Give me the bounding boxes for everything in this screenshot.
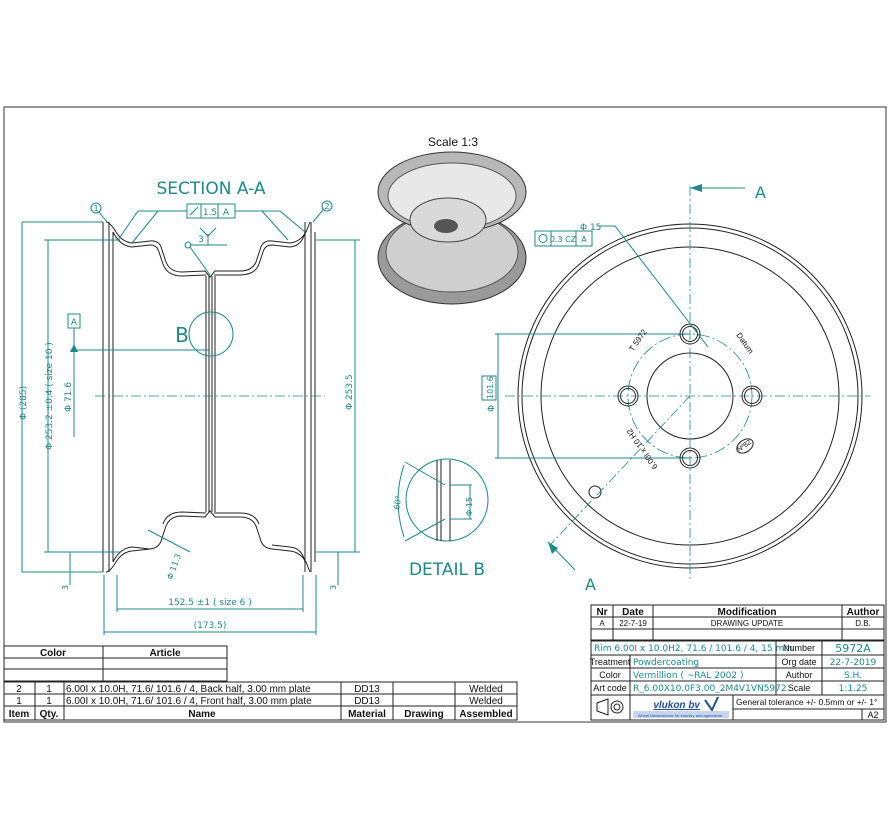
detail-b-view: 60° Φ 15 DETAIL B: [392, 458, 489, 580]
svg-text:A: A: [581, 235, 587, 244]
description: Rim 6.00I x 10.0H2, 71.6 / 101.6 / 4, 15…: [594, 644, 793, 654]
svg-text:Modification: Modification: [718, 607, 777, 618]
title-block: Rim 6.00I x 10.0H2, 71.6 / 101.6 / 4, 15…: [590, 640, 885, 721]
svg-text:3: 3: [198, 235, 204, 245]
stamp-number: Nº82: [736, 439, 753, 454]
svg-text:Date: Date: [622, 607, 644, 618]
svg-text:DD13: DD13: [354, 684, 380, 695]
parts-list: Color Article 2 1 6.00I x 10.0H, 71.6/ 1…: [3, 645, 518, 721]
svg-text:2: 2: [324, 202, 329, 211]
stamp-code: T 5972: [627, 327, 649, 353]
svg-text:Org date: Org date: [781, 657, 816, 667]
svg-text:Article: Article: [149, 648, 181, 659]
svg-text:Powdercoating: Powdercoating: [633, 658, 699, 668]
svg-text:R_6.00X10.0F3.00_2M4V1VN5972: R_6.00X10.0F3.00_2M4V1VN5972: [633, 684, 787, 694]
svg-text:Assembled: Assembled: [459, 709, 512, 720]
svg-text:Color: Color: [40, 648, 66, 659]
svg-text:2: 2: [16, 684, 22, 695]
sheet-size: A2: [867, 710, 878, 720]
section-title: SECTION A-A: [157, 179, 266, 199]
section-view: SECTION A-A 1.5 A 1 2 3 A: [19, 179, 360, 635]
svg-text:D.B.: D.B.: [855, 619, 871, 628]
svg-text:Drawing: Drawing: [404, 709, 443, 720]
dim-width-inner: 152.5 ±1 ( size 6 ): [168, 598, 252, 608]
hole-dia: Φ 15: [580, 223, 601, 233]
pcd-value: 101.6: [486, 376, 495, 399]
svg-text:Number: Number: [783, 643, 815, 653]
svg-text:S.H.: S.H.: [844, 671, 862, 681]
svg-text:1: 1: [46, 696, 52, 707]
svg-text:Scale: Scale: [788, 683, 811, 693]
stamp-size: 6.00I x 10 H2: [625, 426, 660, 471]
svg-text:Φ: Φ: [487, 405, 497, 412]
balloon-2: [321, 200, 333, 212]
svg-text:Treatment: Treatment: [590, 657, 631, 667]
isometric-render: Scale 1:3: [377, 135, 527, 305]
position-frame: [534, 230, 593, 247]
svg-text:Name: Name: [188, 709, 216, 720]
svg-text:A: A: [599, 619, 605, 628]
svg-text:Author: Author: [847, 607, 880, 618]
dim-outer-dia: Φ (285): [19, 386, 29, 420]
valve-hole: [588, 485, 602, 499]
company-logo: vlukon bv Wheel Manufacturer for industr…: [633, 696, 729, 718]
svg-text:Vermillion ( ~RAL 2002 ): Vermillion ( ~RAL 2002 ): [633, 671, 744, 681]
weld-symbol: [190, 227, 227, 246]
svg-text:A: A: [71, 318, 78, 328]
section-mark-top: A: [755, 183, 766, 202]
runout-tolerance: 1.5: [203, 208, 217, 218]
stamp-datum: Datum: [734, 331, 755, 356]
svg-text:Item: Item: [9, 709, 30, 720]
svg-text:DD13: DD13: [354, 696, 380, 707]
svg-text:Welded: Welded: [469, 684, 503, 695]
svg-text:6.00I x 10.0H, 71.6/ 101.6 /: 6.00I x 10.0H, 71.6/ 101.6 / 4, Front ha…: [66, 696, 312, 707]
dim-right: Φ 253.5: [345, 374, 355, 410]
balloon-1: [90, 202, 102, 214]
svg-text:22-7-2019: 22-7-2019: [830, 658, 877, 668]
detail-b-title: DETAIL B: [409, 560, 485, 580]
general-tolerance: General tolerance +/- 0.5mm or +/- 1°: [736, 697, 877, 707]
svg-text:DRAWING UPDATE: DRAWING UPDATE: [711, 619, 783, 628]
dim-thk-right: 3: [329, 585, 338, 590]
dim-width-outer: (173.5): [194, 621, 227, 631]
section-mark-bottom: A: [585, 575, 596, 594]
dim-hub: Φ 71.6: [64, 382, 74, 412]
detail-b-dia: Φ 15: [465, 497, 474, 516]
svg-text:Art code: Art code: [593, 683, 627, 693]
front-view: A A 0.3 CZ A Φ 15 101.6 Φ T 5972 Datum 6…: [481, 183, 870, 594]
detail-b-angle: 60°: [392, 495, 403, 511]
revision-table: Nr Date Modification Author A 22-7-19 DR…: [590, 604, 885, 641]
scale-label: Scale 1:3: [428, 135, 478, 149]
detail-b-marker: [188, 311, 234, 357]
dim-thk-left: 3: [61, 585, 70, 590]
svg-text:22-7-19: 22-7-19: [619, 619, 647, 628]
svg-text:Qty.: Qty.: [40, 709, 59, 720]
runout-datum: A: [223, 208, 230, 218]
drawing-number: 5972A: [835, 642, 871, 655]
svg-text:Material: Material: [348, 709, 386, 720]
dim-flange: Φ 11.3: [165, 553, 183, 581]
svg-text:1:1.25: 1:1.25: [839, 684, 868, 694]
dim-bead-seat: Φ 253.2 ±0.4 ( size 10 ): [45, 342, 55, 450]
svg-text:6.00I x 10.0H, 71.6/ 101.6 /: 6.00I x 10.0H, 71.6/ 101.6 / 4, Back hal…: [66, 684, 311, 695]
svg-text:1: 1: [16, 696, 22, 707]
svg-text:Wheel Manufacturer for industr: Wheel Manufacturer for industry and agri…: [638, 713, 723, 718]
projection-symbol-icon: [596, 698, 624, 716]
svg-text:Nr: Nr: [596, 607, 607, 618]
svg-text:0.3 CZ: 0.3 CZ: [550, 235, 577, 244]
svg-text:Author: Author: [786, 670, 813, 680]
svg-text:Welded: Welded: [469, 696, 503, 707]
svg-text:Color: Color: [599, 670, 621, 680]
sheet-frame: [3, 106, 887, 723]
svg-text:1: 1: [46, 684, 52, 695]
svg-text:B: B: [175, 323, 189, 347]
svg-text:1: 1: [93, 204, 98, 213]
svg-text:vlukon bv: vlukon bv: [653, 700, 701, 711]
